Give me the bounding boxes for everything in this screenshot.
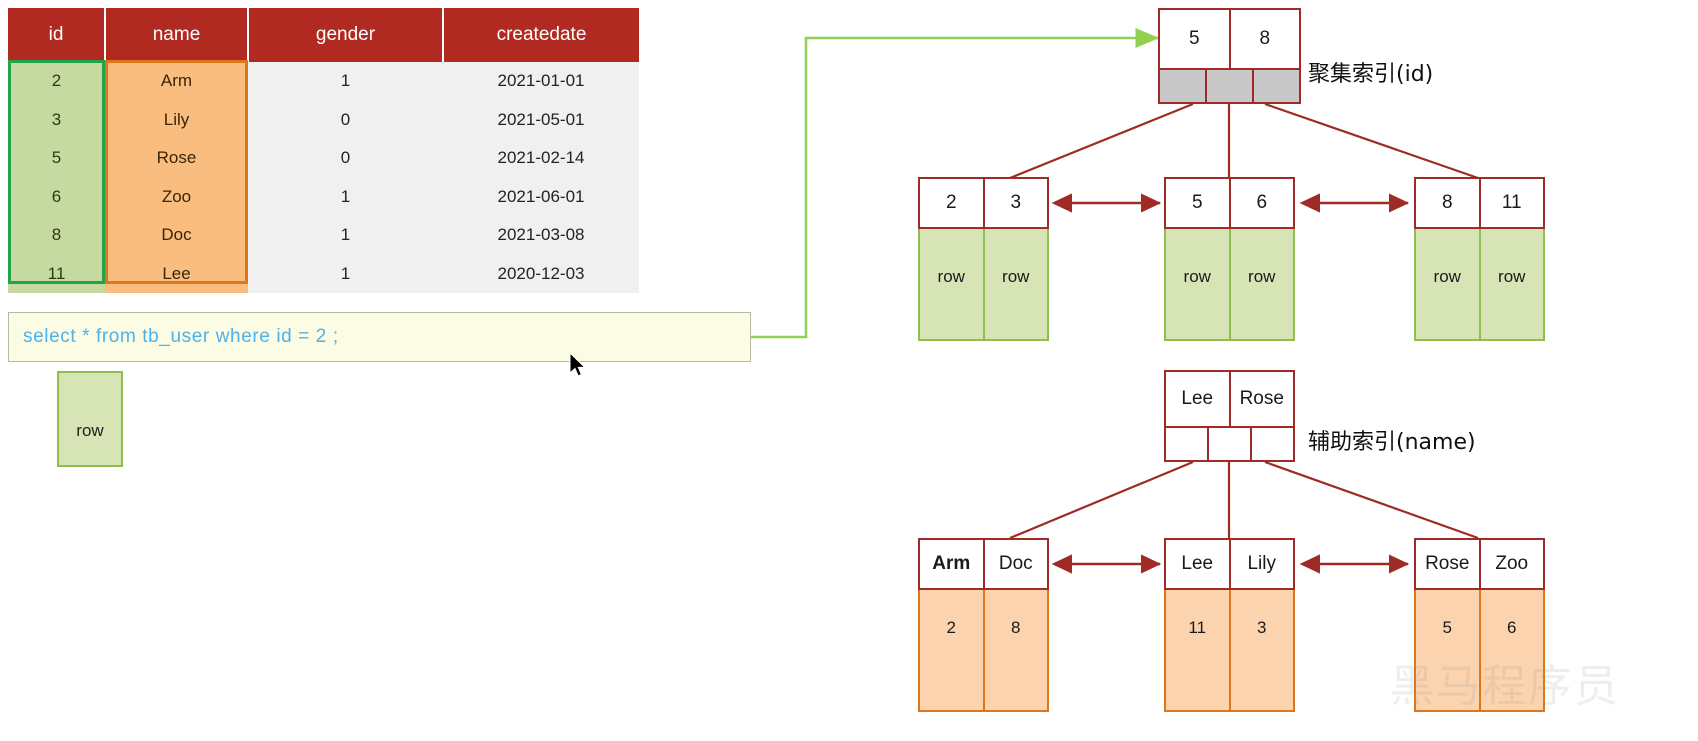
secondary-leaf-value: 8 xyxy=(984,590,1047,710)
clustered-leaf-key: 3 xyxy=(1010,192,1022,213)
cell-id: 5 xyxy=(8,139,105,178)
secondary-leaf-key: Arm xyxy=(920,540,985,588)
clustered-root-node: 5 8 xyxy=(1158,8,1301,104)
cell-gender: 0 xyxy=(248,100,443,139)
column-header-id: id xyxy=(8,8,106,62)
secondary-root-key: Rose xyxy=(1239,388,1284,409)
secondary-leaf-value: 2 xyxy=(920,590,985,710)
cell-name: Arm xyxy=(105,62,248,101)
secondary-index-label: 辅助索引(name) xyxy=(1308,430,1476,455)
clustered-leaf-node: 5 6 row row xyxy=(1164,177,1295,341)
sql-statement-bar[interactable]: select * from tb_user where id = 2 ; xyxy=(8,312,751,362)
column-header-name: name xyxy=(105,8,249,62)
cell-id: 3 xyxy=(8,100,105,139)
table-row: 2 Arm 1 2021-01-01 xyxy=(8,62,639,101)
secondary-leaf-key: Rose xyxy=(1416,540,1481,588)
clustered-leaf-row: row xyxy=(984,229,1047,339)
clustered-leaf-node: 2 3 row row xyxy=(918,177,1049,341)
cell-gender: 0 xyxy=(248,139,443,178)
cell-name: Doc xyxy=(105,216,248,255)
cell-gender: 1 xyxy=(248,62,443,101)
table-header-row: id name gender createdate xyxy=(8,8,639,62)
secondary-edge-left xyxy=(1009,460,1194,540)
cell-createdate: 2020-12-03 xyxy=(443,254,639,293)
cell-name: Lily xyxy=(105,100,248,139)
secondary-leaf-key: Lee xyxy=(1166,540,1231,588)
secondary-edge-right xyxy=(1264,460,1479,540)
clustered-leaf-key: 6 xyxy=(1256,192,1268,213)
secondary-leaf-key: Doc xyxy=(998,553,1033,574)
mouse-cursor-icon xyxy=(569,352,586,377)
cell-createdate: 2021-06-01 xyxy=(443,177,639,216)
secondary-leaf-node: Lee Lily 11 3 xyxy=(1164,538,1295,712)
cell-createdate: 2021-01-01 xyxy=(443,62,639,101)
cell-createdate: 2021-05-01 xyxy=(443,100,639,139)
cell-gender: 1 xyxy=(248,177,443,216)
clustered-root-pointer xyxy=(1207,70,1254,102)
table-row: 8 Doc 1 2021-03-08 xyxy=(8,216,639,255)
secondary-leaf-value: 5 xyxy=(1416,590,1481,710)
secondary-leaf-value: 6 xyxy=(1480,590,1543,710)
secondary-root-pointer xyxy=(1209,428,1252,460)
clustered-leaf-key: 5 xyxy=(1166,179,1231,227)
cell-id: 8 xyxy=(8,216,105,255)
watermark-text: 黑马程序员 xyxy=(1390,661,1620,712)
cell-createdate: 2021-03-08 xyxy=(443,216,639,255)
secondary-root-key: Lee xyxy=(1166,372,1231,426)
clustered-leaf-row: row xyxy=(1480,229,1543,339)
cell-id: 6 xyxy=(8,177,105,216)
clustered-leaf-key: 8 xyxy=(1416,179,1481,227)
secondary-root-pointer xyxy=(1166,428,1209,460)
clustered-leaf-row: row xyxy=(1230,229,1293,339)
column-header-createdate: createdate xyxy=(443,8,639,62)
table-row: 5 Rose 0 2021-02-14 xyxy=(8,139,639,178)
cell-id: 2 xyxy=(8,62,105,101)
clustered-root-pointer xyxy=(1254,70,1299,102)
cell-name: Lee xyxy=(105,254,248,293)
table-row: 6 Zoo 1 2021-06-01 xyxy=(8,177,639,216)
secondary-leaf-node: Arm Doc 2 8 xyxy=(918,538,1049,712)
clustered-root-pointer xyxy=(1160,70,1207,102)
column-header-gender: gender xyxy=(248,8,444,62)
secondary-leaf-value: 3 xyxy=(1230,590,1293,710)
clustered-root-key: 8 xyxy=(1259,28,1271,49)
secondary-leaf-value: 11 xyxy=(1166,590,1231,710)
sql-statement-text: select * from tb_user where id = 2 ; xyxy=(23,326,339,347)
clustered-leaf-row: row xyxy=(1416,229,1481,339)
table-row: 11 Lee 1 2020-12-03 xyxy=(8,254,639,293)
cell-id: 11 xyxy=(8,254,105,293)
clustered-leaf-key: 11 xyxy=(1501,192,1522,213)
cell-name: Zoo xyxy=(105,177,248,216)
result-row-box: row xyxy=(57,371,123,467)
secondary-root-node: Lee Rose xyxy=(1164,370,1295,462)
user-data-table: id name gender createdate 2 Arm 1 2021-0… xyxy=(8,8,639,293)
clustered-leaf-row: row xyxy=(920,229,985,339)
secondary-leaf-key: Zoo xyxy=(1495,553,1529,574)
result-row-label: row xyxy=(76,421,104,440)
clustered-leaf-row: row xyxy=(1166,229,1231,339)
cell-createdate: 2021-02-14 xyxy=(443,139,639,178)
clustered-leaf-key: 2 xyxy=(920,179,985,227)
secondary-leaf-node: Rose Zoo 5 6 xyxy=(1414,538,1545,712)
cell-name: Rose xyxy=(105,139,248,178)
clustered-leaf-node: 8 11 row row xyxy=(1414,177,1545,341)
table-row: 3 Lily 0 2021-05-01 xyxy=(8,100,639,139)
cell-gender: 1 xyxy=(248,254,443,293)
clustered-edge-right xyxy=(1264,102,1479,180)
clustered-root-key: 5 xyxy=(1160,10,1231,68)
secondary-root-pointer xyxy=(1252,428,1293,460)
secondary-leaf-key: Lily xyxy=(1247,553,1276,574)
clustered-index-label: 聚集索引(id) xyxy=(1308,62,1434,87)
clustered-edge-left xyxy=(1009,102,1194,180)
cell-gender: 1 xyxy=(248,216,443,255)
